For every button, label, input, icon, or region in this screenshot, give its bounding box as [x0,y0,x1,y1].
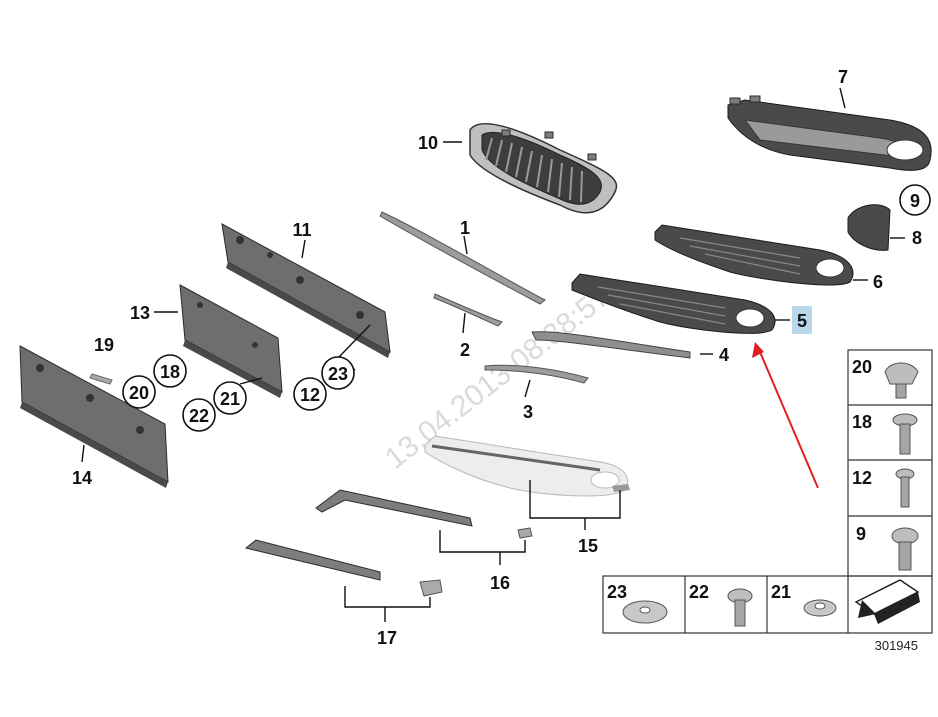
legend-9: 9 [856,524,866,544]
legend-18: 18 [852,412,872,432]
hardware-legend-bottom: 23 22 21 [602,575,933,634]
callout-20-circle [122,375,156,409]
callout-7: 7 [838,67,848,87]
callout-9-circle [899,184,931,216]
callout-5: 5 [797,311,807,331]
part-5-side-grille[interactable] [571,273,776,334]
callout-10: 10 [418,133,438,153]
part-17-trim[interactable] [244,539,443,597]
callout-18: 18 [160,362,180,382]
legend-21: 21 [771,582,791,602]
leader-lines [81,87,905,622]
hardware-legend-side: 20 18 12 9 [847,349,933,577]
part-7-air-inlet-trim[interactable] [727,95,932,171]
callout-3: 3 [523,402,533,422]
washer-icon [622,600,668,624]
clip-icon [884,362,919,399]
callout-22: 22 [189,406,209,426]
screw-icon [895,468,915,508]
legend-22: 22 [689,582,709,602]
callout-13: 13 [130,303,150,323]
callout-6: 6 [873,272,883,292]
part-4-trim-strip[interactable] [531,331,691,359]
callout-16: 16 [490,573,510,593]
callout-12-circle [293,377,327,411]
diagram-number: 301945 [875,638,918,653]
callout-1: 1 [460,218,470,238]
part-2-trim-strip[interactable] [433,293,503,327]
callout-23-circle [321,356,355,390]
red-arrow-icon [752,342,819,489]
callout-17: 17 [377,628,397,648]
callout-8: 8 [912,228,922,248]
nut-icon [891,527,919,571]
callout-15: 15 [578,536,598,556]
screw-icon [727,588,753,627]
part-16-trim[interactable] [315,489,533,539]
legend-12: 12 [852,468,872,488]
callout-22-circle [182,398,216,432]
part-1-trim-strip[interactable] [379,211,546,305]
part-15-grille-primed[interactable] [424,435,630,497]
callout-14: 14 [72,468,92,488]
screw-icon [892,413,918,455]
arrow-icon [854,579,920,624]
callout-5-highlight [792,306,812,334]
part-19-small-strip[interactable] [89,373,113,385]
part-8-cap[interactable] [847,204,891,251]
callout-11: 11 [292,220,311,240]
callout-2: 2 [460,340,470,360]
callout-21-circle [213,381,247,415]
callout-20: 20 [129,383,149,403]
callout-21: 21 [220,389,240,409]
legend-20: 20 [852,357,872,377]
callout-9: 9 [910,191,920,211]
legend-23: 23 [607,582,627,602]
callout-4: 4 [719,345,729,365]
part-6-side-grille[interactable] [654,224,854,286]
part-14-plate-holder-large[interactable] [19,345,169,488]
callout-23: 23 [328,364,348,384]
part-3-trim-strip[interactable] [484,364,589,384]
callout-18-circle [153,354,187,388]
part-13-plate-holder[interactable] [179,284,283,398]
part-11-licence-plate-base[interactable] [221,223,391,358]
callout-19: 19 [94,335,114,355]
part-10-kidney-grille[interactable] [469,122,618,214]
callout-12: 12 [300,385,320,405]
washer-icon [803,599,837,617]
